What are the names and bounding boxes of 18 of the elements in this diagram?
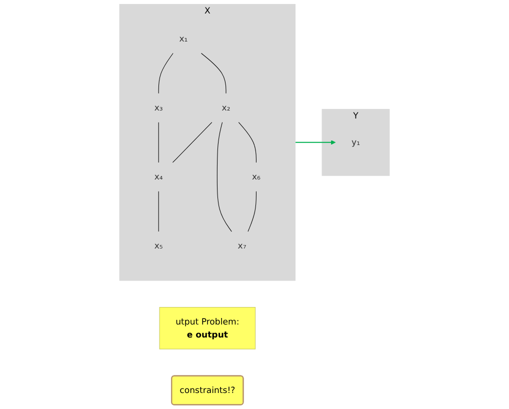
node-text: x₅: [154, 240, 163, 251]
node-text: y₁: [351, 137, 360, 148]
connector: [172, 122, 212, 163]
node-text: x₁: [179, 33, 188, 44]
node-text: x₂: [222, 102, 230, 113]
connector: [216, 122, 232, 232]
node-text: x₇: [238, 240, 246, 251]
node-text: x₄: [154, 172, 163, 182]
connector: [158, 53, 174, 94]
arrow: [295, 140, 336, 145]
connector: [238, 122, 256, 163]
node-box: utput Problem: e output: [159, 307, 256, 350]
connector: [158, 191, 159, 232]
connector: [248, 191, 256, 232]
node-text: x₆: [252, 172, 260, 182]
node-text: x₃: [154, 102, 163, 113]
connector: [158, 122, 159, 163]
connector: [201, 53, 226, 94]
